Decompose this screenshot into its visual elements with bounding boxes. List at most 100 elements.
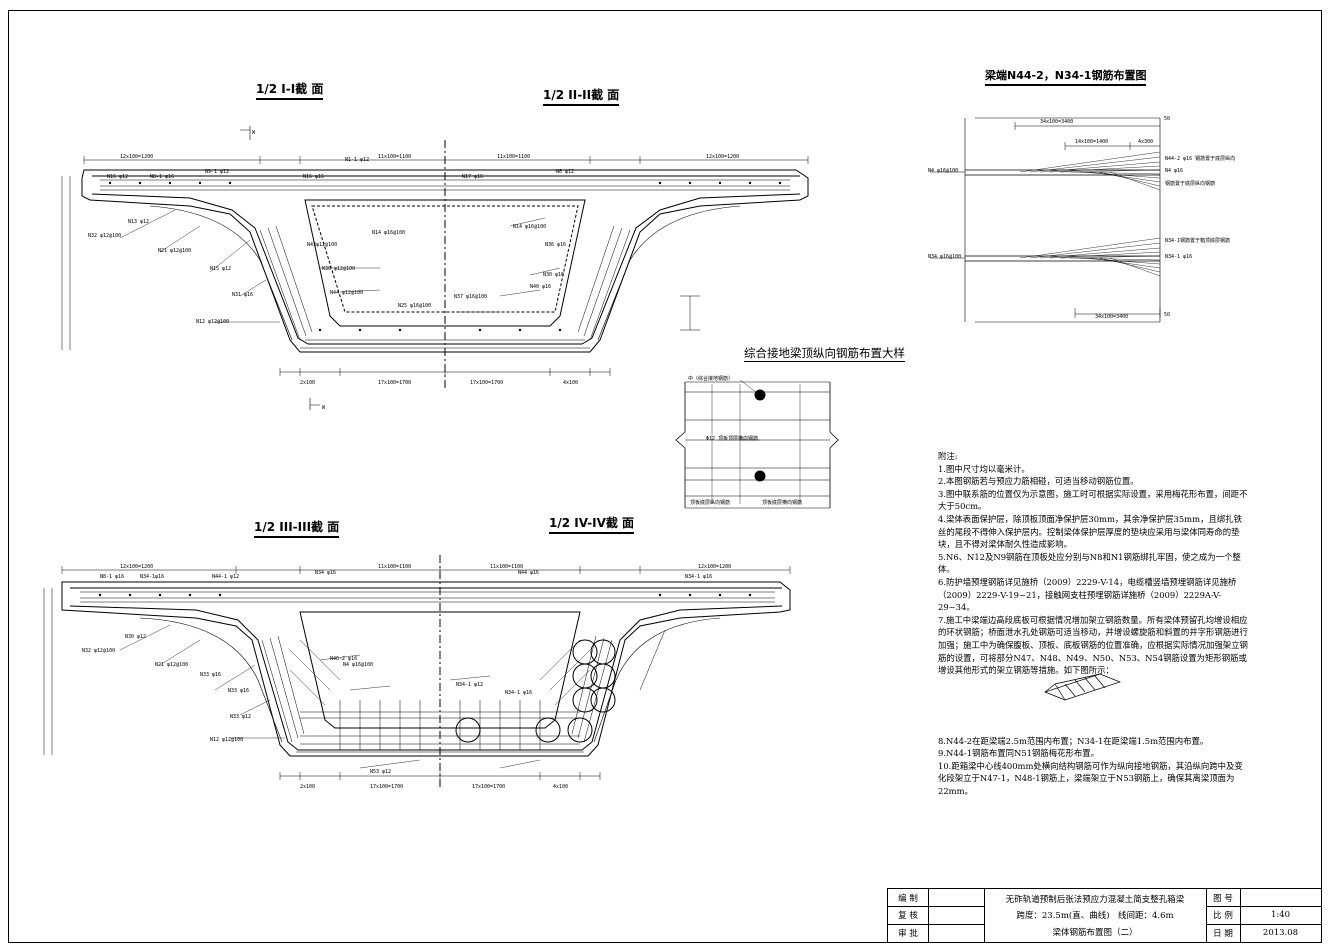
tb-scale-label: 比 例 xyxy=(1213,911,1233,921)
svg-text:N33 φ16: N33 φ16 xyxy=(200,672,221,678)
svg-text:N32 φ12@100: N32 φ12@100 xyxy=(82,648,115,654)
svg-text:N40 φ16: N40 φ16 xyxy=(530,284,551,290)
svg-text:2x100: 2x100 xyxy=(300,380,315,386)
svg-text:W: W xyxy=(322,405,326,411)
svg-text:11x100=1100: 11x100=1100 xyxy=(497,154,530,160)
truss-spacer xyxy=(938,677,1250,735)
svg-text:N9-1 φ12: N9-1 φ12 xyxy=(205,169,229,175)
svg-text:N53 φ12: N53 φ12 xyxy=(370,769,391,775)
svg-text:N33 φ12: N33 φ12 xyxy=(230,714,251,720)
svg-text:N44 φ16: N44 φ16 xyxy=(518,570,539,576)
note-10: 10.距箱梁中心线400mm处横向结构钢筋可作为纵向接地钢筋，其沿纵向跨中及变化… xyxy=(938,760,1243,797)
svg-text:N13 φ12: N13 φ12 xyxy=(128,219,149,225)
svg-text:N34 φ16@100: N34 φ16@100 xyxy=(928,254,961,260)
svg-text:N44-1 φ12: N44-1 φ12 xyxy=(212,574,239,580)
svg-text:N25 φ16@100: N25 φ16@100 xyxy=(398,303,431,309)
svg-text:4x100: 4x100 xyxy=(563,380,578,386)
tb-drawing-no-value xyxy=(1240,889,1321,906)
svg-text:N6 φ12: N6 φ12 xyxy=(556,169,574,175)
detail-mid-title: 综合接地梁顶纵向钢筋布置大样 xyxy=(744,346,905,362)
svg-text:顶板底层横向钢筋: 顶板底层横向钢筋 xyxy=(762,499,802,506)
tb-drawing-title: 梁体钢筋布置图（二） xyxy=(1052,928,1138,938)
svg-text:N21 φ12@100: N21 φ12@100 xyxy=(155,662,188,668)
notes-block: 附注: 1.图中尺寸均以毫米计。 2.本图钢筋若与预应力筋相碰，可适当移动钢筋位… xyxy=(938,450,1250,798)
svg-text:4x300: 4x300 xyxy=(1138,139,1153,145)
note-2: 2.本图钢筋若与预应力筋相碰，可适当移动钢筋位置。 xyxy=(938,476,1139,487)
svg-text:中（综合接地钢筋）: 中（综合接地钢筋） xyxy=(688,375,733,382)
svg-text:W: W xyxy=(252,130,256,136)
svg-text:N21 φ12@100: N21 φ12@100 xyxy=(158,248,191,254)
svg-text:34x100=3400: 34x100=3400 xyxy=(1040,119,1073,125)
truss-sketch xyxy=(1043,673,1122,701)
svg-text:N30 φ16: N30 φ16 xyxy=(543,272,564,278)
drawing-frame xyxy=(8,10,1322,943)
svg-text:50: 50 xyxy=(1164,116,1170,122)
svg-text:4x100: 4x100 xyxy=(553,784,568,790)
svg-text:11x100=1100: 11x100=1100 xyxy=(378,154,411,160)
svg-text:N8-1 φ16: N8-1 φ16 xyxy=(150,174,174,180)
svg-text:Φ12 顶板顶层横向钢筋: Φ12 顶板顶层横向钢筋 xyxy=(706,435,758,442)
svg-text:N44-2 φ16 钢筋置于底层纵向: N44-2 φ16 钢筋置于底层纵向 xyxy=(1165,155,1235,162)
svg-text:N36 φ16: N36 φ16 xyxy=(545,242,566,248)
tb-checked-label: 复 核 xyxy=(898,911,918,921)
svg-text:N4 φ16@100: N4 φ16@100 xyxy=(343,662,373,668)
svg-text:17x100=1700: 17x100=1700 xyxy=(470,380,503,386)
svg-text:12x100=1200: 12x100=1200 xyxy=(706,154,739,160)
svg-text:N43φ12@100: N43φ12@100 xyxy=(307,242,337,248)
note-9: 9.N44-1钢筋布置同N51钢筋梅花形布置。 xyxy=(938,748,1099,759)
svg-text:12x100=1200: 12x100=1200 xyxy=(698,564,731,570)
svg-text:N34-1φ16: N34-1φ16 xyxy=(140,574,164,580)
svg-text:11x100=1100: 11x100=1100 xyxy=(378,564,411,570)
tb-span-info: 跨度：23.5m(直、曲线) 线间距：4.6m xyxy=(1016,911,1174,921)
note-6: 6.防护墙预埋钢筋详见施桥（2009）2229-V-14，电缆槽竖墙预埋钢筋详见… xyxy=(938,576,1237,613)
svg-text:N30 φ12@100: N30 φ12@100 xyxy=(322,266,355,272)
tb-approved-label: 审 批 xyxy=(898,929,918,939)
tb-prepared-label: 编 制 xyxy=(898,893,918,904)
section-title-4: 1/2 IV-IV截 面 xyxy=(549,514,635,534)
svg-text:N14 φ16@100: N14 φ16@100 xyxy=(513,224,546,230)
title-block: 编 制 复 核 审 批 无砟轨道预制后张法预应力混凝土简支整孔箱梁 跨度：23.… xyxy=(887,888,1322,943)
svg-text:17x100=1700: 17x100=1700 xyxy=(378,380,411,386)
tb-date-label: 日 期 xyxy=(1213,929,1233,939)
grounding-rebar-detail xyxy=(675,379,839,509)
notes-heading: 附注: xyxy=(938,451,958,461)
svg-text:N34-1 φ16: N34-1 φ16 xyxy=(685,574,712,580)
svg-text:N34-1 φ16: N34-1 φ16 xyxy=(1165,254,1192,260)
svg-text:N16 φ16: N16 φ16 xyxy=(303,174,324,180)
svg-text:N34 φ16: N34 φ16 xyxy=(315,570,336,576)
svg-text:N12 φ12@100: N12 φ12@100 xyxy=(210,737,243,743)
svg-text:17x100=1700: 17x100=1700 xyxy=(370,784,403,790)
svg-text:N1-1 φ12: N1-1 φ12 xyxy=(345,157,369,163)
lower-box-girder-section xyxy=(43,555,791,790)
note-1: 1.图中尺寸均以毫米计。 xyxy=(938,463,1030,474)
svg-text:N34-1 φ16: N34-1 φ16 xyxy=(505,690,532,696)
svg-text:14x100=1400: 14x100=1400 xyxy=(1075,139,1108,145)
svg-text:2x100: 2x100 xyxy=(300,784,315,790)
svg-text:N37 φ16@100: N37 φ16@100 xyxy=(454,294,487,300)
tb-scale-value: 1:40 xyxy=(1270,910,1291,920)
svg-text:N32 φ12@100: N32 φ12@100 xyxy=(88,233,121,239)
svg-text:N14 φ16@100: N14 φ16@100 xyxy=(372,230,405,236)
svg-text:N30 φ12: N30 φ12 xyxy=(125,634,146,640)
note-5: 5.N6、N12及N9钢筋在顶板处应分别与N8和N1钢筋绑扎牢固，使之成为一个整… xyxy=(938,551,1241,575)
section-title-2: 1/2 II-II截 面 xyxy=(543,86,620,106)
svg-text:N12 φ12@100: N12 φ12@100 xyxy=(196,319,229,325)
svg-text:N16 φ12: N16 φ12 xyxy=(107,174,128,180)
svg-text:11x100=1100: 11x100=1100 xyxy=(490,564,523,570)
svg-text:顶板底层纵向钢筋: 顶板底层纵向钢筋 xyxy=(690,499,730,506)
svg-text:N33 φ16: N33 φ16 xyxy=(228,688,249,694)
svg-text:钢筋置于底层纵向钢筋: 钢筋置于底层纵向钢筋 xyxy=(1165,180,1215,187)
svg-text:N44 φ12@100: N44 φ12@100 xyxy=(330,290,363,296)
tb-date-value: 2013.08 xyxy=(1262,928,1299,938)
detail-top-title: 梁端N44-2，N34-1钢筋布置图 xyxy=(985,67,1147,86)
svg-text:N4 φ16: N4 φ16 xyxy=(1165,168,1183,174)
svg-text:N34-1钢筋置于箱顶底层钢筋: N34-1钢筋置于箱顶底层钢筋 xyxy=(1165,237,1230,244)
note-8: 8.N44-2在距梁端2.5m范围内布置；N34-1在距梁端1.5m范围内布置。 xyxy=(938,735,1209,746)
svg-text:17x100=1700: 17x100=1700 xyxy=(472,784,505,790)
svg-text:N17 φ16: N17 φ16 xyxy=(462,174,483,180)
svg-text:12x100=1200: 12x100=1200 xyxy=(120,154,153,160)
svg-text:N4 φ16@100: N4 φ16@100 xyxy=(928,168,958,174)
section-title-3: 1/2 III-III截 面 xyxy=(254,518,340,538)
tb-drawing-no-label: 图 号 xyxy=(1213,893,1233,904)
